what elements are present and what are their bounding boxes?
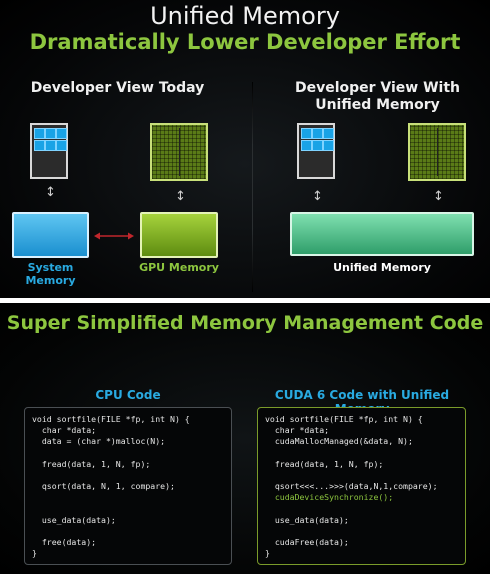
code-line: cudaDeviceSynchronize(); [265,492,394,503]
code-line: qsort(data, N, 1, compare); [32,481,175,492]
code-line: void sortfile(FILE *fp, int N) { [265,414,423,424]
code-line [32,526,231,537]
code-line: cudaFree(data); [265,537,349,548]
code-line: qsort<<<...>>>(data,N,1,compare); [265,481,438,492]
code-section-title: Super Simplified Memory Management Code [6,312,484,334]
code-line [265,504,465,515]
heading-developer-view-today: Developer View Today [30,80,205,96]
code-line: fread(data, 1, N, fp); [265,458,384,469]
code-line: char *data; [265,425,330,436]
heading-developer-view-with-unified-memory: Developer View With Unified Memory [294,80,461,113]
unified-memory-block [290,212,474,256]
slide-subtitle: Dramatically Lower Developer Effort [29,30,461,54]
code-line [32,492,231,503]
code-line: cudaMallocManaged(&data, N); [265,436,413,447]
pcie-connector-arrow [94,228,134,242]
code-line [265,470,465,481]
gpu-chip-icon [150,123,208,181]
system-memory-block [12,212,89,258]
gpu-to-gpu-memory-arrow: ↕ [175,189,186,204]
cpu-to-system-memory-arrow: ↕ [45,185,56,200]
code-line [32,504,231,515]
code-line [265,526,465,537]
gpu-to-unified-memory-arrow: ↕ [433,189,444,204]
cpu-chip-icon [297,123,335,179]
code-line: data = (char *)malloc(N); [32,436,166,447]
cpu-code-block: void sortfile(FILE *fp, int N) { char *d… [24,407,232,565]
code-line: fread(data, 1, N, fp); [32,458,151,469]
code-line: } [265,548,270,559]
code-line: char *data; [32,425,97,436]
code-line [32,470,231,481]
system-memory-label: System Memory [25,261,76,287]
code-line: use_data(data); [265,514,349,525]
code-line [265,448,465,459]
gpu-chip-icon [408,123,466,181]
cpu-chip-icon [30,123,68,179]
column-divider [252,82,253,292]
gpu-memory-label: GPU Memory [139,261,219,274]
cpu-code-heading: CPU Code [95,388,161,402]
code-line: } [32,548,37,559]
code-line [32,448,231,459]
code-line: free(data); [32,537,97,548]
unified-memory-label: Unified Memory [333,261,431,274]
code-line: void sortfile(FILE *fp, int N) { [32,414,190,424]
code-line: use_data(data); [32,514,116,525]
cpu-to-unified-memory-arrow: ↕ [312,189,323,204]
cuda-code-block: void sortfile(FILE *fp, int N) { char *d… [257,407,466,565]
unified-memory-slide: Unified Memory Dramatically Lower Develo… [0,0,490,298]
slide-title: Unified Memory [150,2,340,30]
gpu-memory-block [140,212,218,258]
